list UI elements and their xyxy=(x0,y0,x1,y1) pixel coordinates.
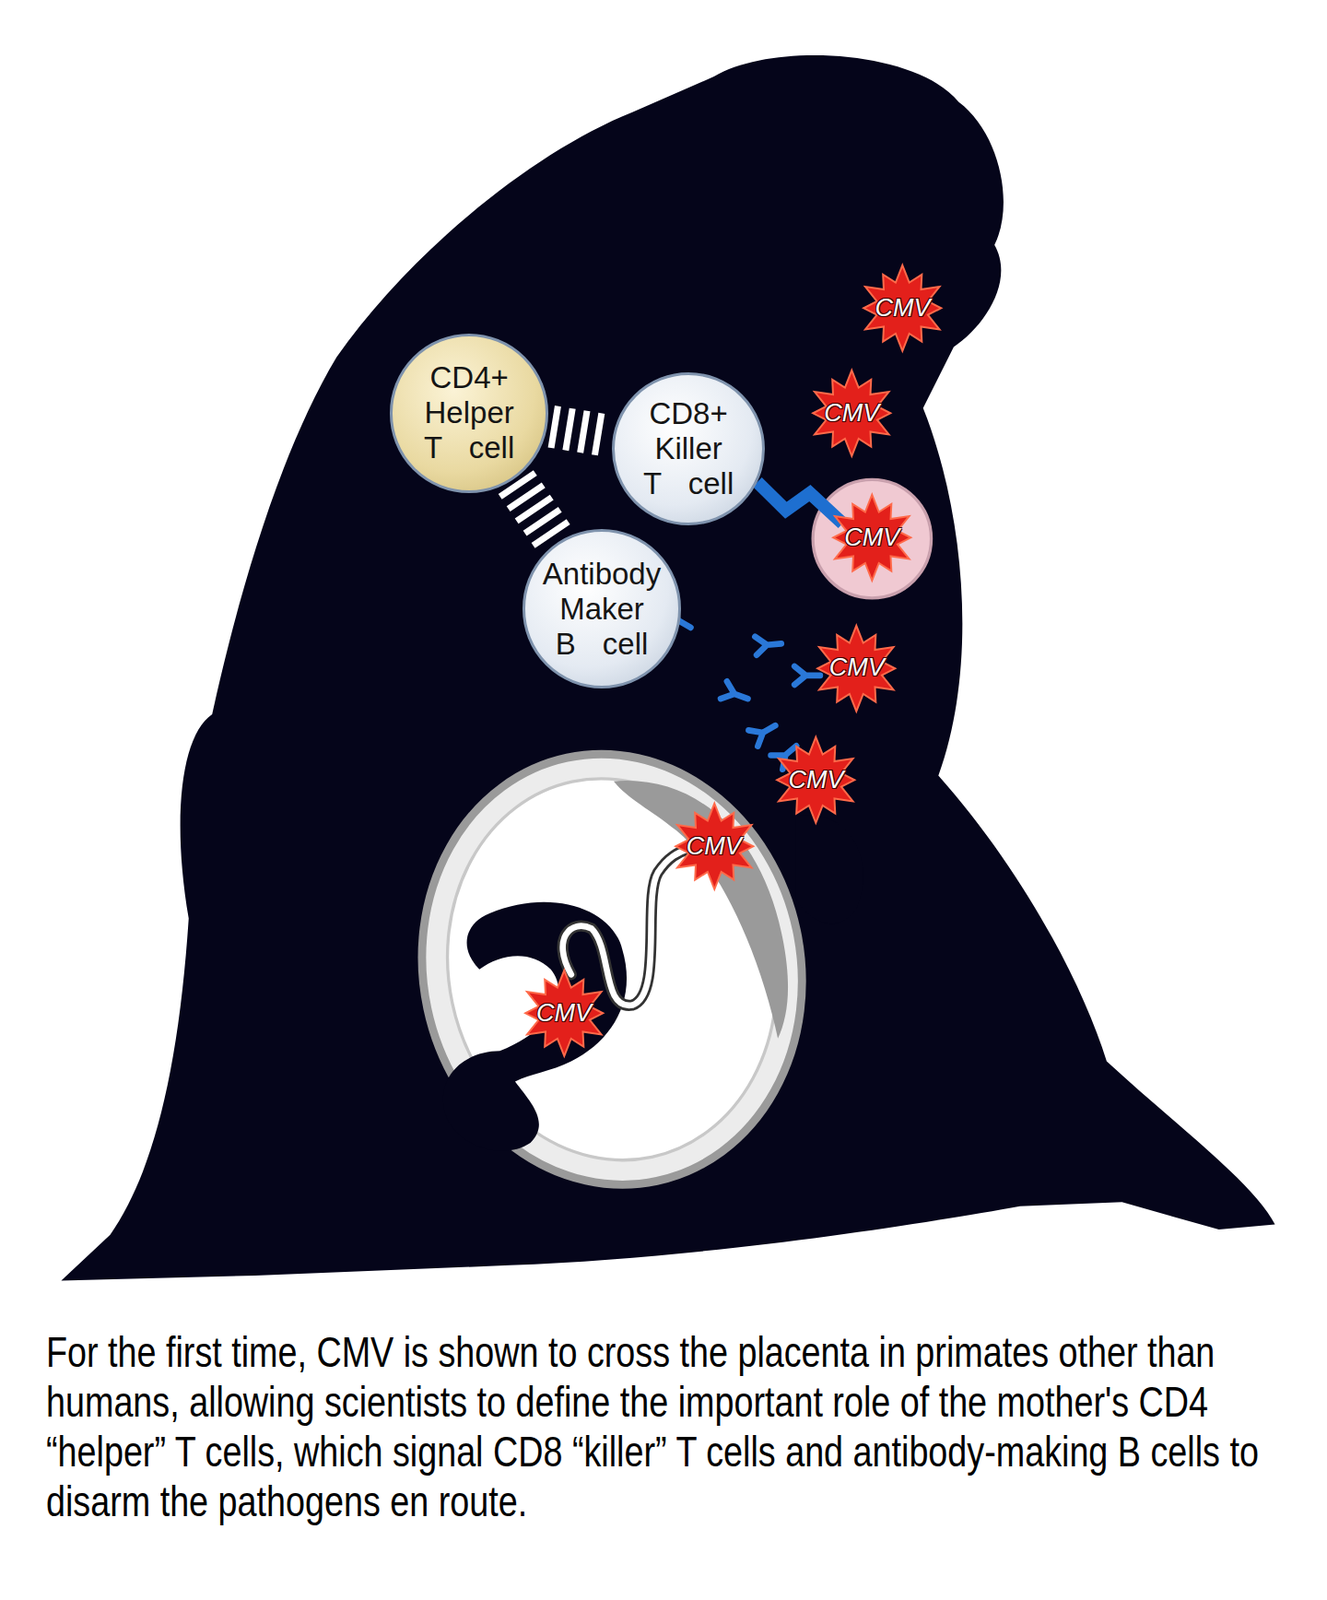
star-outline xyxy=(818,625,896,712)
antibodies xyxy=(664,606,821,769)
cmv-virus: CMV xyxy=(523,972,606,1055)
lightning-bolt xyxy=(757,481,844,524)
caption-text: For the first time, CMV is shown to cros… xyxy=(46,1327,1327,1527)
cmv-virus: CMV xyxy=(810,372,893,455)
virus-label: CMV xyxy=(829,653,885,682)
virus-label: CMV xyxy=(536,998,592,1028)
cmv-virus: CMV xyxy=(775,739,858,822)
placenta xyxy=(613,753,803,1061)
cell-label: Antibody Maker B cell xyxy=(540,556,665,662)
cmv-virus: CMV xyxy=(861,267,944,350)
star-outline xyxy=(812,370,891,457)
cmv-virus: CMV xyxy=(815,627,898,710)
star-outline xyxy=(776,737,855,823)
signal-stripes xyxy=(516,481,556,541)
virus-label: CMV xyxy=(823,399,880,428)
monkey-silhouette xyxy=(60,55,1275,1281)
cmv-virus: CMV xyxy=(673,805,756,888)
immune-cell: CD8+ Killer T cell xyxy=(611,372,765,526)
infected-cell xyxy=(812,479,931,598)
signal-stripes xyxy=(551,426,610,436)
star-outline xyxy=(863,265,941,352)
star-outline xyxy=(833,494,911,581)
cell-label: CD4+ Helper T cell xyxy=(418,360,520,466)
star-outline xyxy=(675,803,753,890)
uterus xyxy=(382,718,842,1221)
star-outline xyxy=(525,970,603,1057)
cmv-virus: CMV xyxy=(831,496,914,579)
cell-label: CD8+ Killer T cell xyxy=(637,396,740,502)
virus-label: CMV xyxy=(875,293,931,323)
virus-label: CMV xyxy=(787,765,844,795)
immune-cell: Antibody Maker B cell xyxy=(522,528,682,689)
belly-bump xyxy=(795,814,863,924)
virus-label: CMV xyxy=(686,832,742,861)
virus-label: CMV xyxy=(844,523,900,552)
immune-cell: CD4+ Helper T cell xyxy=(389,333,550,494)
